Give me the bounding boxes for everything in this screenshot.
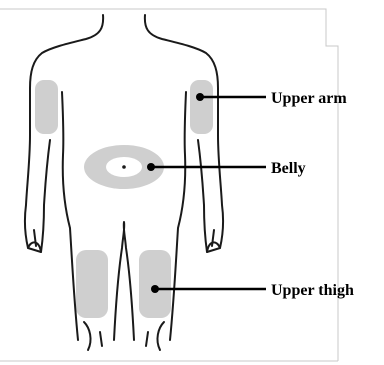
upper-arm-dot xyxy=(196,93,204,101)
upper-arm-label: Upper arm xyxy=(271,90,347,107)
navel-mark xyxy=(122,165,126,169)
left-upper-thigh-area xyxy=(76,250,108,318)
left-upper-arm-area xyxy=(35,80,58,134)
belly-dot xyxy=(147,163,155,171)
injection-areas xyxy=(35,80,213,318)
right-upper-arm-area xyxy=(190,80,213,134)
belly-label: Belly xyxy=(271,160,306,177)
upper-thigh-dot xyxy=(151,285,159,293)
upper-thigh-label: Upper thigh xyxy=(271,282,354,299)
right-upper-thigh-area xyxy=(139,250,171,318)
